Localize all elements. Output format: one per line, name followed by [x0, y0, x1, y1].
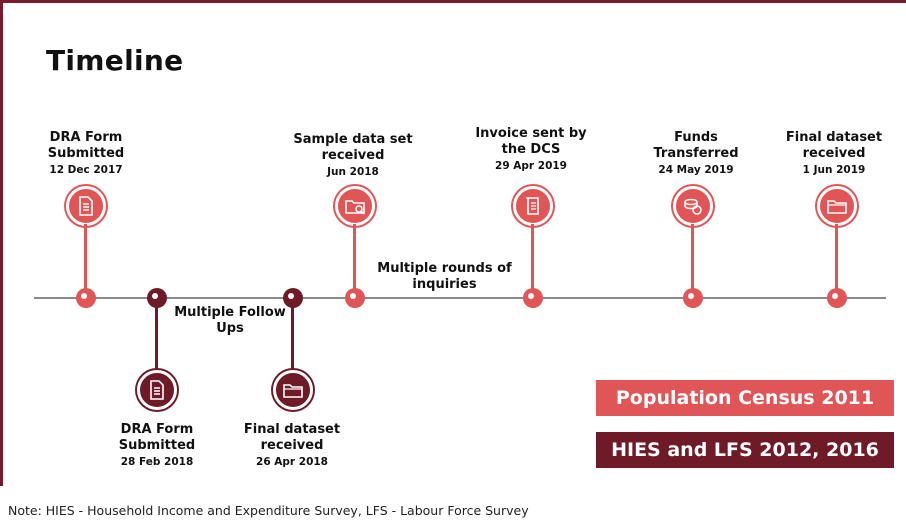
hies-event-2-marker — [283, 288, 303, 308]
footnote: Note: HIES - Household Income and Expend… — [8, 503, 529, 518]
census-event-4-marker — [683, 288, 703, 308]
hies-event-1-marker — [147, 288, 167, 308]
census-event-1-marker — [76, 288, 96, 308]
census-event-3-stem — [531, 224, 534, 290]
census-event-2-label: Sample data set received Jun 2018 — [288, 132, 418, 179]
census-event-5-label: Final dataset received 1 Jun 2019 — [778, 130, 890, 177]
legend-hies-lfs: HIES and LFS 2012, 2016 — [596, 432, 894, 468]
event-name: DRA Form Submitted — [47, 130, 125, 161]
census-event-3-marker — [523, 288, 543, 308]
census-event-1-stem — [84, 224, 87, 290]
census-event-4-stem — [691, 224, 694, 290]
event-date: 12 Dec 2017 — [49, 164, 123, 176]
document-icon — [137, 370, 177, 410]
event-date: 1 Jun 2019 — [802, 164, 866, 176]
event-date: 24 May 2019 — [658, 164, 734, 176]
legend-census: Population Census 2011 — [596, 380, 894, 416]
folder-icon — [273, 370, 313, 410]
event-date: 28 Feb 2018 — [120, 456, 194, 468]
inquiries-note: Multiple rounds of inquiries — [372, 261, 517, 293]
event-date: Jun 2018 — [327, 166, 379, 178]
folder-search-icon — [335, 186, 375, 226]
census-event-5-marker — [827, 288, 847, 308]
census-event-1-label: DRA Form Submitted 12 Dec 2017 — [36, 130, 136, 177]
event-name: Final dataset received — [785, 130, 883, 161]
census-event-2-stem — [353, 224, 356, 290]
census-event-4-label: Funds Transferred 24 May 2019 — [646, 130, 746, 177]
event-name: DRA Form Submitted — [118, 422, 196, 453]
event-date: 26 Apr 2018 — [256, 456, 328, 468]
census-event-5-stem — [835, 224, 838, 290]
follow-ups-note: Multiple Follow Ups — [174, 305, 286, 336]
event-name: Invoice sent by the DCS — [475, 126, 587, 157]
page-title: Timeline — [46, 44, 184, 77]
folder-icon — [817, 186, 857, 226]
event-name: Final dataset received — [243, 422, 341, 453]
slide-frame — [0, 0, 906, 486]
event-name: Funds Transferred — [653, 130, 739, 161]
hies-event-2-stem — [291, 306, 294, 370]
document-icon — [66, 186, 106, 226]
event-date: 29 Apr 2019 — [495, 160, 567, 172]
invoice-icon — [513, 186, 553, 226]
census-event-2-marker — [345, 288, 365, 308]
event-name: Sample data set received — [293, 132, 413, 163]
timeline-axis — [34, 297, 886, 299]
hies-event-2-label: Final dataset received 26 Apr 2018 — [236, 422, 348, 469]
hies-event-1-stem — [155, 306, 158, 370]
coins-icon — [673, 186, 713, 226]
census-event-3-label: Invoice sent by the DCS 29 Apr 2019 — [472, 126, 590, 173]
hies-event-1-label: DRA Form Submitted 28 Feb 2018 — [105, 422, 209, 469]
inquiries-text: Multiple rounds of inquiries — [377, 261, 512, 292]
